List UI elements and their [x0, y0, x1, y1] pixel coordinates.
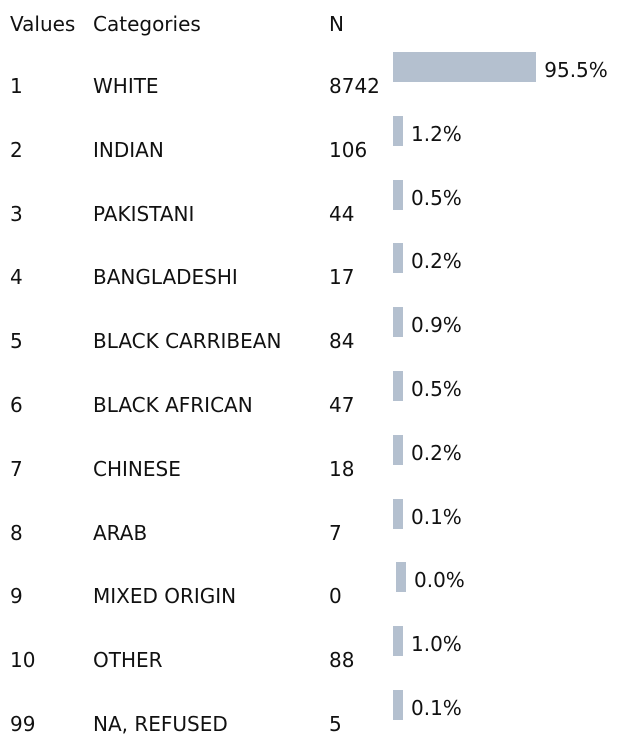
percent-label: 0.0%	[414, 568, 465, 593]
percent-label: 1.0%	[411, 632, 462, 657]
percent-bar	[393, 498, 403, 529]
value-code-cell: 3	[10, 201, 23, 226]
count-cell: 88	[329, 648, 355, 673]
percent-bar	[393, 179, 403, 210]
percent-label: 0.2%	[411, 249, 462, 274]
percent-label: 0.1%	[411, 696, 462, 720]
count-cell: 17	[329, 265, 355, 290]
value-code-cell: 2	[10, 137, 23, 162]
category-cell: BLACK CARRIBEAN	[93, 329, 282, 354]
count-cell: 5	[329, 712, 342, 736]
percent-label: 0.2%	[411, 440, 462, 465]
count-cell: 84	[329, 329, 355, 354]
categories-column-header: Categories	[93, 12, 201, 36]
percent-label: 95.5%	[544, 58, 608, 82]
count-cell: 47	[329, 393, 355, 417]
percent-label: 0.5%	[411, 185, 462, 210]
category-cell: BANGLADESHI	[93, 265, 238, 290]
count-cell: 106	[329, 137, 368, 162]
percent-bar	[393, 243, 403, 274]
value-code-cell: 99	[10, 712, 36, 736]
count-cell: 0	[329, 584, 342, 609]
percent-bar	[393, 690, 403, 720]
category-cell: NA, REFUSED	[93, 712, 228, 736]
percent-label: 1.2%	[411, 121, 462, 146]
percent-bar	[393, 626, 403, 657]
category-cell: ARAB	[93, 520, 148, 545]
category-cell: BLACK AFRICAN	[93, 393, 253, 417]
category-cell: WHITE	[93, 74, 159, 98]
count-cell: 18	[329, 456, 355, 481]
count-cell: 44	[329, 201, 355, 226]
category-cell: MIXED ORIGIN	[93, 584, 237, 609]
value-code-cell: 7	[10, 456, 23, 481]
value-code-cell: 6	[10, 393, 23, 417]
percent-bar	[396, 562, 406, 593]
count-cell: 8742	[329, 74, 380, 98]
value-code-cell: 1	[10, 74, 23, 98]
count-cell: 7	[329, 520, 342, 545]
percent-bar	[393, 52, 537, 82]
percent-bar	[393, 371, 403, 401]
value-code-cell: 10	[10, 648, 36, 673]
values-column-header: Values	[10, 12, 76, 36]
percent-bar	[393, 115, 403, 146]
percent-bar	[393, 307, 403, 338]
percent-bar	[393, 434, 403, 465]
value-code-cell: 8	[10, 520, 23, 545]
value-code-cell: 5	[10, 329, 23, 354]
category-cell: OTHER	[93, 648, 163, 673]
percent-label: 0.1%	[411, 504, 462, 529]
value-code-cell: 9	[10, 584, 23, 609]
category-cell: INDIAN	[93, 137, 164, 162]
n-column-header: N	[329, 12, 344, 36]
percent-label: 0.5%	[411, 377, 462, 401]
percent-label: 0.9%	[411, 313, 462, 338]
value-code-cell: 4	[10, 265, 23, 290]
category-cell: PAKISTANI	[93, 201, 195, 226]
category-cell: CHINESE	[93, 456, 181, 481]
